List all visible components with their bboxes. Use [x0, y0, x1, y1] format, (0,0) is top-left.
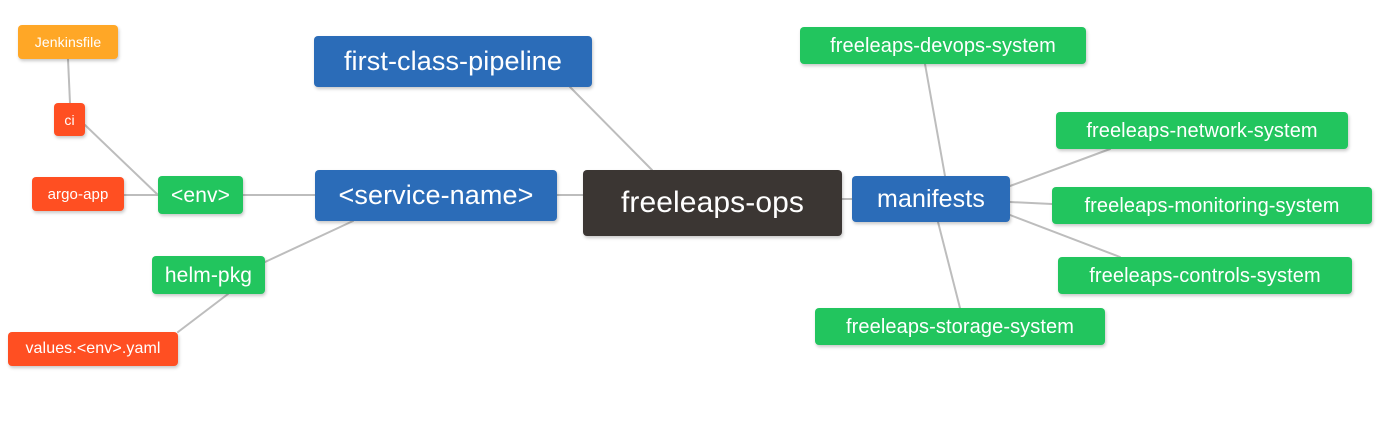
- node-jenkinsfile[interactable]: Jenkinsfile: [18, 25, 118, 59]
- node-values-yaml[interactable]: values.<env>.yaml: [8, 332, 178, 366]
- edge-freeleaps-devops-system-to-manifests: [924, 63, 946, 177]
- node-argo-app[interactable]: argo-app: [32, 177, 124, 211]
- node-ci[interactable]: ci: [54, 103, 85, 136]
- edge-helm-pkg-to-service-name: [264, 220, 354, 263]
- edge-first-class-pipeline-to-freeleaps-ops: [569, 86, 653, 171]
- edge-manifests-to-freeleaps-network-system: [1009, 148, 1111, 187]
- node-freeleaps-ops[interactable]: freeleaps-ops: [583, 170, 842, 236]
- node-freeleaps-monitoring-system[interactable]: freeleaps-monitoring-system: [1052, 187, 1372, 224]
- edge-values-yaml-to-helm-pkg: [177, 293, 229, 333]
- node-first-class-pipeline[interactable]: first-class-pipeline: [314, 36, 592, 87]
- node-env[interactable]: <env>: [158, 176, 243, 214]
- node-freeleaps-network-system[interactable]: freeleaps-network-system: [1056, 112, 1348, 149]
- node-helm-pkg[interactable]: helm-pkg: [152, 256, 265, 294]
- node-freeleaps-controls-system[interactable]: freeleaps-controls-system: [1058, 257, 1352, 294]
- edge-manifests-to-freeleaps-monitoring-system: [1009, 201, 1053, 205]
- edge-jenkinsfile-to-ci: [67, 58, 71, 104]
- node-manifests[interactable]: manifests: [852, 176, 1010, 222]
- edge-manifests-to-freeleaps-storage-system: [937, 221, 961, 309]
- node-service-name[interactable]: <service-name>: [315, 170, 557, 221]
- node-freeleaps-storage-system[interactable]: freeleaps-storage-system: [815, 308, 1105, 345]
- node-freeleaps-devops-system[interactable]: freeleaps-devops-system: [800, 27, 1086, 64]
